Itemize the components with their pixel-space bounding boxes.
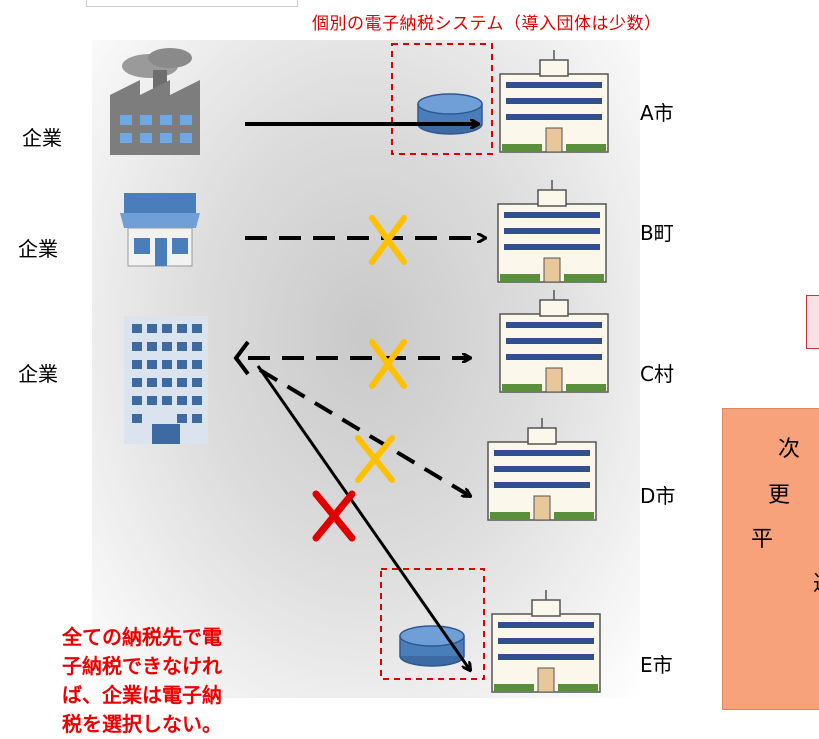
city-label-b: B町 — [640, 221, 674, 245]
system-caption: 個別の電子納税システム（導入団体は少数） — [312, 14, 662, 34]
info-box: 次 更 平 達 — [722, 408, 819, 710]
shop-icon — [120, 193, 200, 267]
city-label-c: C村 — [640, 362, 674, 386]
info-char-4: 達 — [813, 566, 819, 598]
warning-line-2-overlay: 子納税できなけれ — [62, 654, 222, 678]
warning-line-4-overlay: 税を選択しない。 — [62, 712, 222, 736]
cross-mark-icon-c — [369, 339, 407, 389]
arrow-to-e — [256, 365, 470, 670]
side-note-box — [806, 295, 819, 349]
enterprise-label-1: 企業 — [22, 126, 62, 150]
top-left-box — [86, 0, 298, 7]
city-hall-icon-b — [497, 179, 607, 283]
warning-text-overlay: 全ての納税先で電 子納税できなけれ ば、企業は電子納 税を選択しない。 — [62, 623, 302, 739]
cross-mark-icon-e — [312, 490, 356, 542]
cross-mark-icon-b — [369, 215, 407, 265]
arrow-to-d — [258, 368, 470, 496]
diagram-graphics — [110, 43, 609, 693]
info-char-3: 平 — [751, 527, 774, 552]
city-hall-icon-e — [491, 589, 601, 693]
city-label-e: E市 — [640, 653, 673, 677]
city-label-a: A市 — [640, 101, 674, 125]
office-building-icon — [124, 316, 208, 444]
warning-line-3-overlay: ば、企業は電子納 — [62, 683, 222, 707]
system-box-a — [391, 43, 493, 155]
system-box-e — [380, 568, 485, 680]
enterprise-label-3: 企業 — [18, 362, 58, 386]
city-label-d: D市 — [640, 484, 676, 508]
city-hall-icon-c — [499, 289, 609, 393]
info-char-1: 次 — [778, 437, 801, 462]
arrow-back-head — [233, 340, 250, 376]
city-hall-icon-a — [499, 49, 609, 153]
diagram: 個別の電子納税システム（導入団体は少数） 企業 企業 企業 A市 B町 C村 D… — [18, 0, 819, 736]
factory-icon — [110, 48, 200, 155]
cross-mark-icon-d — [355, 435, 395, 483]
city-hall-icon-d — [487, 417, 597, 521]
warning-line-1-overlay: 全ての納税先で電 — [62, 625, 222, 649]
info-char-2: 更 — [768, 483, 791, 508]
enterprise-label-2: 企業 — [18, 237, 58, 261]
database-icon-a — [417, 93, 483, 135]
